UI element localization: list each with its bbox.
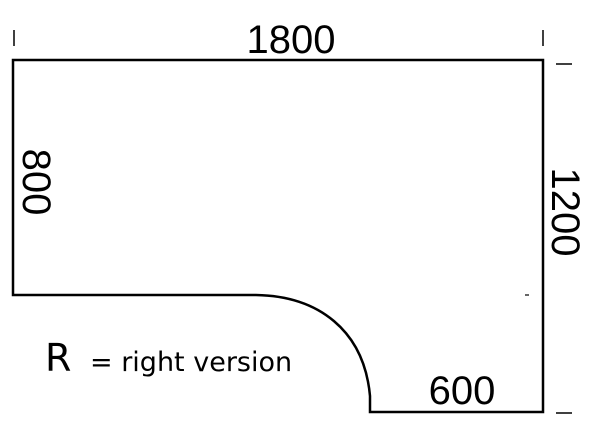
legend-letter: R [45,336,71,380]
dimension-bottom-width: 600 [429,369,496,413]
dimension-left-depth: 800 [14,149,58,216]
legend-text: = right version [90,347,292,378]
dimension-top-width: 1800 [247,18,336,62]
desk-outline [11,58,545,414]
dimension-right-depth: 1200 [543,168,587,257]
